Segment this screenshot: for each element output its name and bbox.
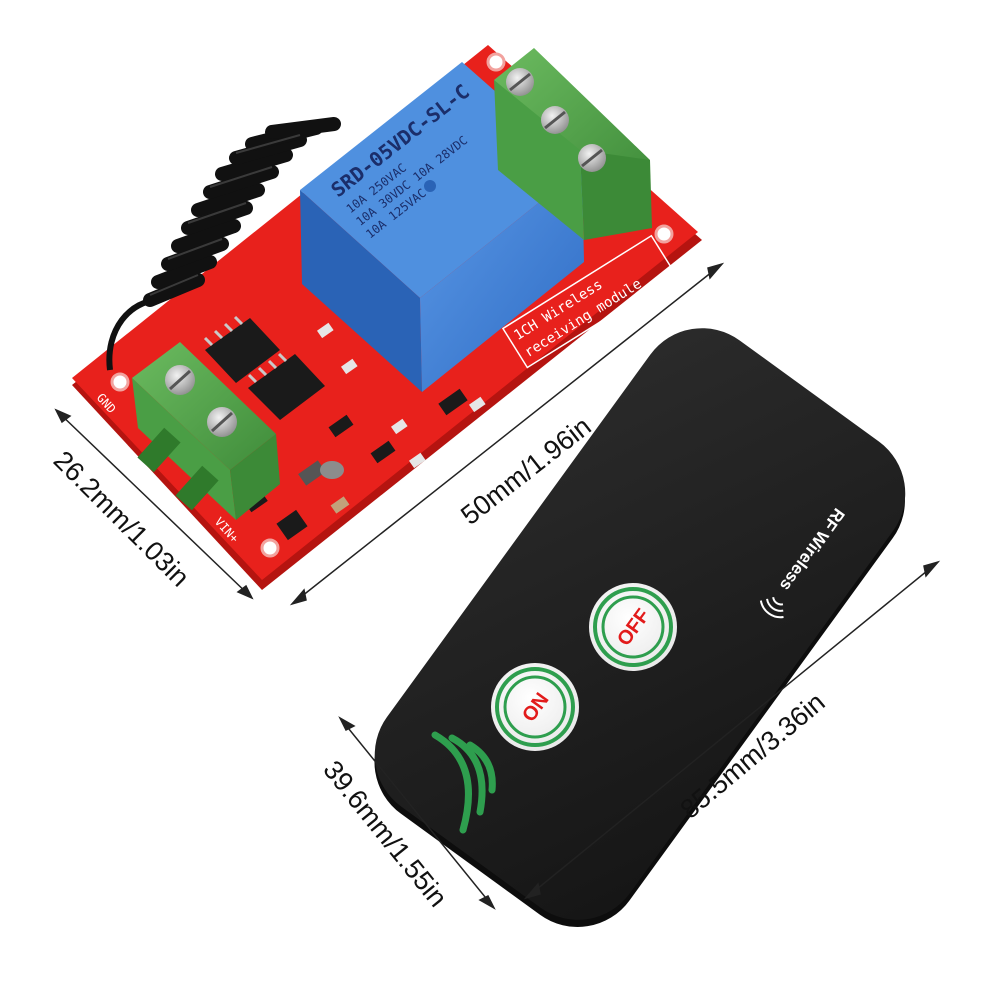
dimension-lines [54,262,941,910]
ic-chips [203,315,325,420]
receiver-module: 1CH Wireless receiving module GND VIN+ [72,45,702,590]
antenna-coil [106,117,341,371]
mounting-holes [110,52,674,558]
signal-waves-icon [431,731,496,834]
relay-dot [424,180,436,192]
wireless-signal-icon [759,596,784,619]
terminal-block-left [132,342,280,520]
on-button[interactable]: ON [491,663,579,751]
smd-components [242,322,486,541]
off-button[interactable]: OFF [589,583,677,671]
remote-control: RF Wireless OFF ON [374,328,906,927]
terminal-block-right [494,48,652,240]
